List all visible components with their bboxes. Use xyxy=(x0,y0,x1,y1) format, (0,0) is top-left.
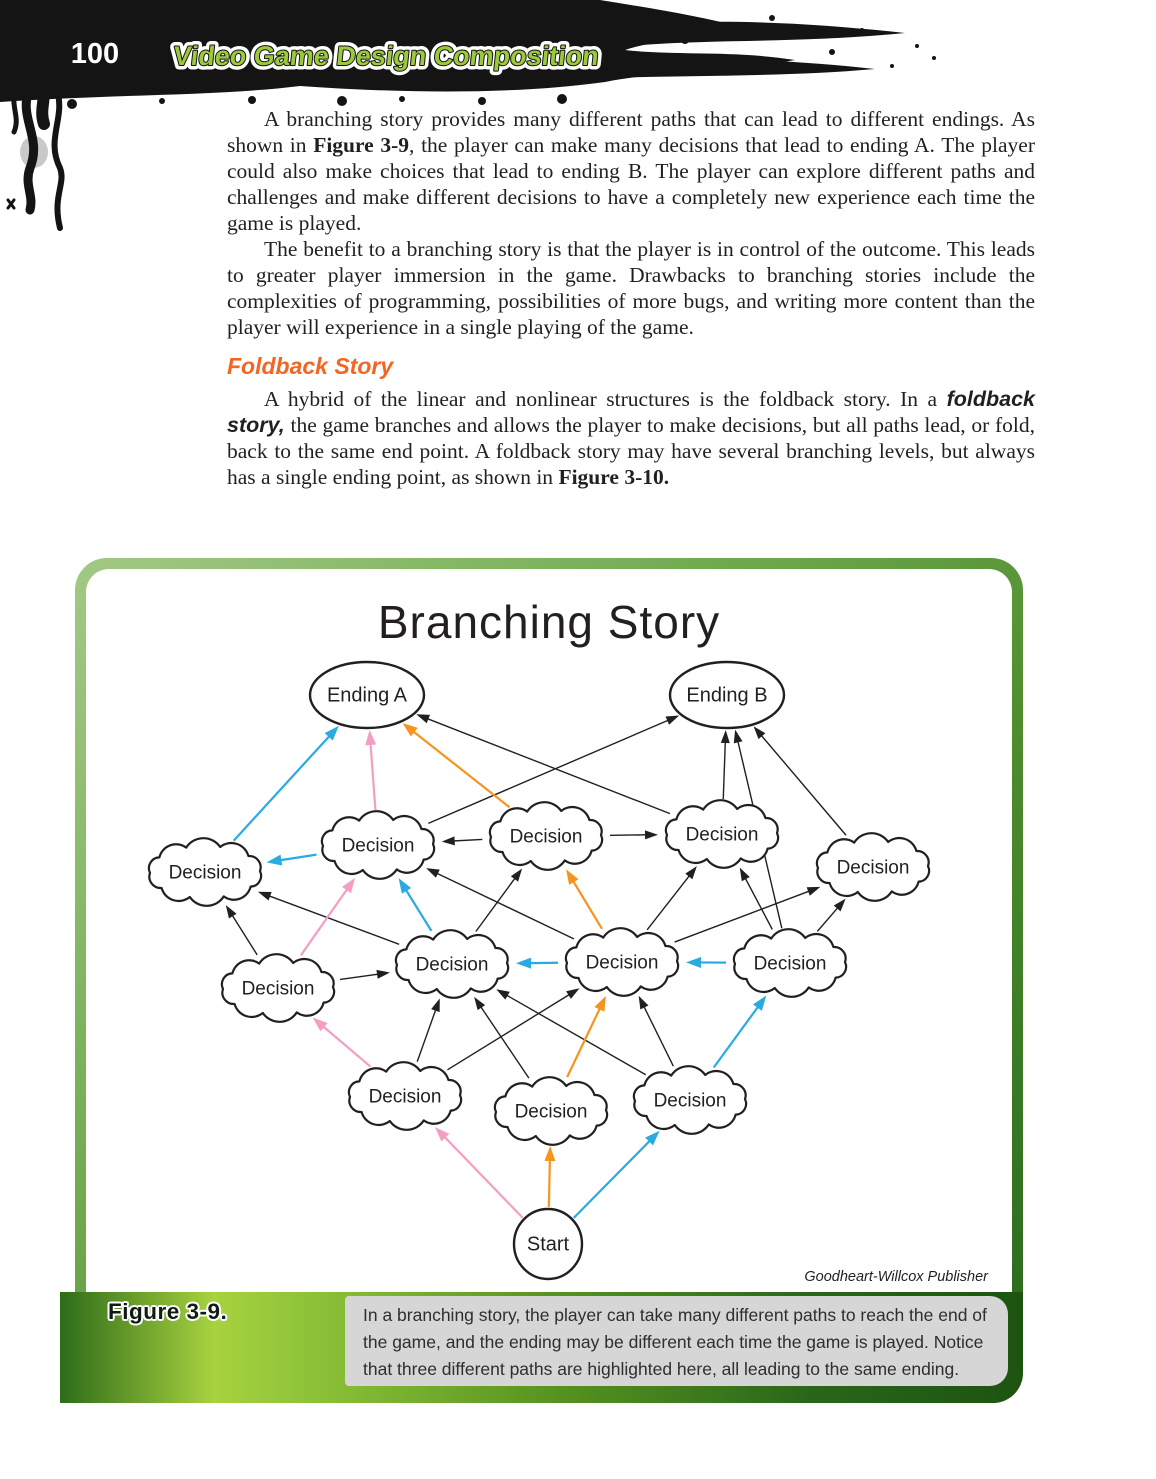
figure-credit: Goodheart-Willcox Publisher xyxy=(804,1269,988,1285)
svg-text:Decision: Decision xyxy=(169,863,242,884)
svg-text:Decision: Decision xyxy=(416,955,489,976)
diagram-node-d2: Decision xyxy=(320,810,436,880)
figure-title: Branching Story xyxy=(377,596,721,648)
paragraph: A branching story provides many differen… xyxy=(227,107,1036,235)
paragraph: A hybrid of the linear and nonlinear str… xyxy=(227,387,1035,489)
svg-text:Start: Start xyxy=(527,1234,570,1256)
svg-text:Ending B: Ending B xyxy=(686,685,767,707)
svg-text:Decision: Decision xyxy=(754,954,827,975)
header-logo: Video Game Design Composition Video Game… xyxy=(167,36,605,76)
svg-text:Decision: Decision xyxy=(242,979,315,1000)
svg-text:Decision: Decision xyxy=(686,825,759,846)
figure-caption: In a branching story, the player can tak… xyxy=(345,1296,1008,1386)
diagram-node-d5: Decision xyxy=(815,832,931,902)
svg-text:Decision: Decision xyxy=(586,953,659,974)
gray-splat xyxy=(20,136,48,168)
diagram-node-d1: Decision xyxy=(147,837,263,907)
ink-splatter-art xyxy=(0,0,936,109)
diagram-node-d11: Decision xyxy=(493,1076,609,1146)
diagram-node-d7: Decision xyxy=(394,929,510,999)
section-heading: Foldback Story xyxy=(227,353,394,379)
diagram-node-d12: Decision xyxy=(632,1065,748,1135)
diagram-node-d8: Decision xyxy=(564,927,680,997)
paragraph: The benefit to a branching story is that… xyxy=(227,237,1035,339)
svg-text:Decision: Decision xyxy=(510,827,583,848)
caption-band: Figure 3-9. In a branching story, the pl… xyxy=(60,1292,1023,1403)
svg-text:Decision: Decision xyxy=(369,1087,442,1108)
svg-text:Video Game Design Composition: Video Game Design Composition xyxy=(172,40,601,71)
svg-text:Video Game Design Composition: Video Game Design Composition xyxy=(172,40,601,71)
figure-label: Figure 3-9. xyxy=(108,1299,228,1324)
diagram-node-d6: Decision xyxy=(220,953,336,1023)
diagram-node-d9: Decision xyxy=(732,928,848,998)
svg-text:Decision: Decision xyxy=(837,858,910,879)
diagram-node-endingA: Ending A xyxy=(308,660,426,730)
body-text: A branching story provides many differen… xyxy=(227,106,1035,490)
diagram-node-d4: Decision xyxy=(664,799,780,869)
diagram-node-endingB: Ending B xyxy=(668,660,786,730)
ink-drips xyxy=(6,84,65,231)
svg-text:Decision: Decision xyxy=(515,1102,588,1123)
svg-text:Decision: Decision xyxy=(342,836,415,857)
svg-text:Ending A: Ending A xyxy=(327,685,408,707)
page-number: 100 xyxy=(71,38,119,70)
svg-text:Decision: Decision xyxy=(654,1091,727,1112)
diagram-node-d10: Decision xyxy=(347,1061,463,1131)
diagram-node-start: Start xyxy=(512,1207,584,1281)
diagram-node-d3: Decision xyxy=(488,801,604,871)
